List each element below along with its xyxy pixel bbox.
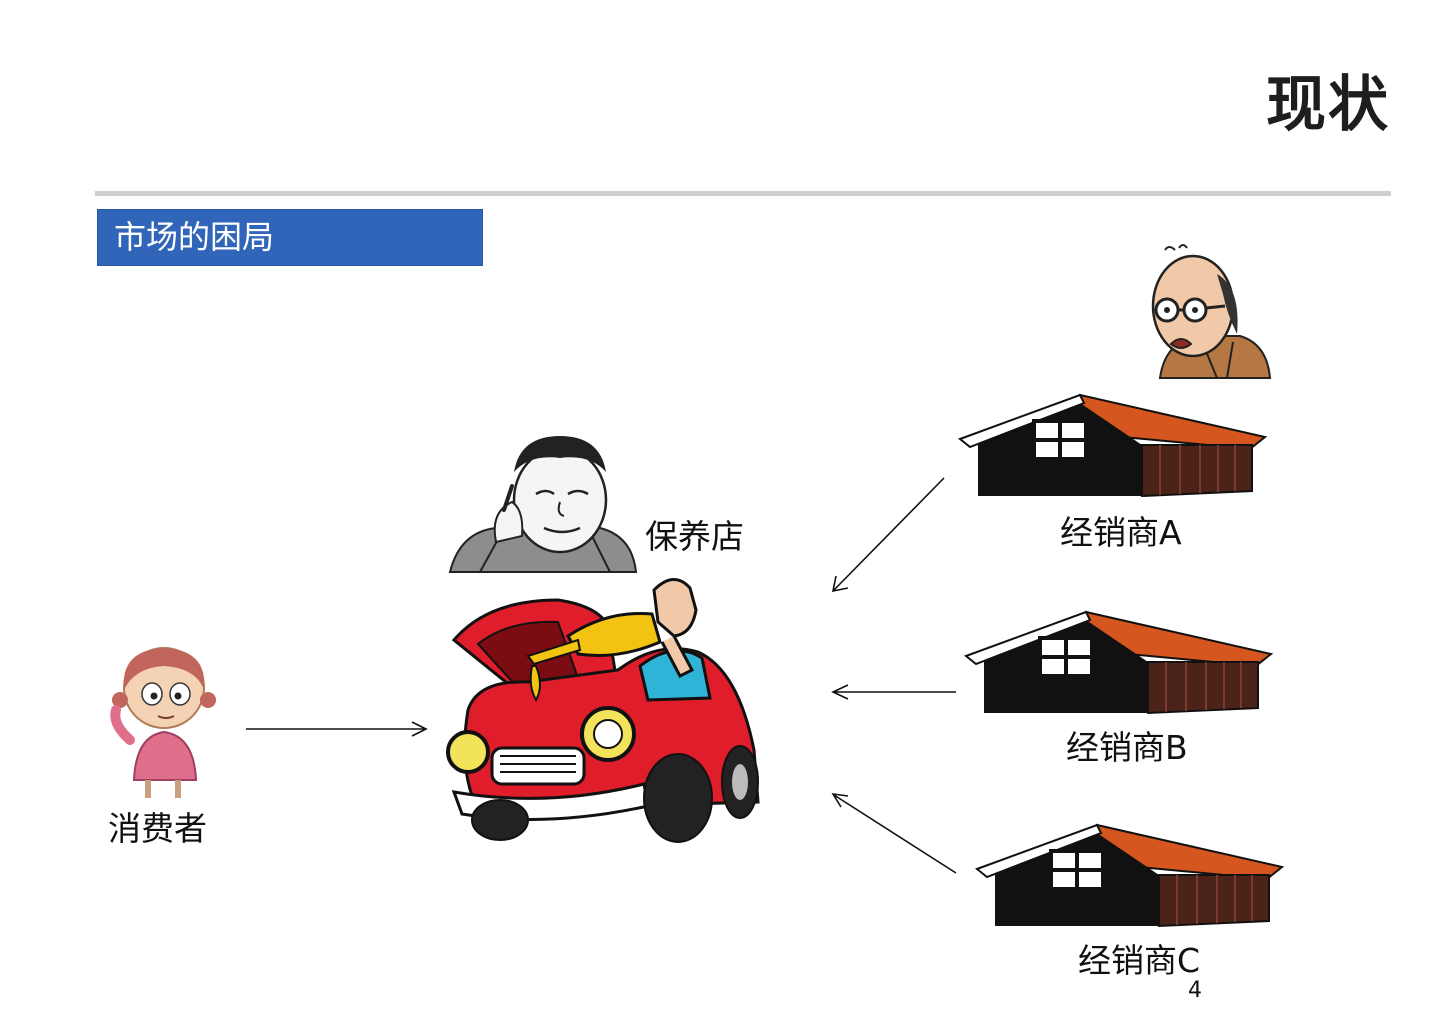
car-illustration [446, 578, 760, 843]
slide-title: 现状 [1266, 70, 1390, 140]
consumer-illustration [110, 647, 216, 798]
shop-owner-illustration [448, 436, 638, 573]
page-number: 4 [1188, 978, 1202, 1003]
dealer-c-label: 经销商C [1078, 941, 1201, 980]
consumer-label: 消费者 [108, 809, 207, 848]
repair-shop-label: 保养店 [645, 517, 744, 556]
dealer-b-label: 经销商B [1066, 728, 1188, 767]
arrow-dealer-b-to-shop [831, 684, 956, 700]
arrow-dealer-a-to-shop [831, 477, 945, 593]
old-man-illustration [1151, 244, 1272, 379]
section-label: 市场的困局 [97, 209, 483, 266]
dealer-a-label: 经销商A [1060, 513, 1182, 552]
house-a-icon [957, 393, 1268, 498]
header-divider [95, 191, 1391, 196]
arrow-dealer-c-to-shop [831, 792, 957, 874]
arrow-consumer-to-shop [246, 721, 428, 737]
house-c-icon [974, 823, 1285, 928]
house-b-icon [963, 610, 1274, 715]
